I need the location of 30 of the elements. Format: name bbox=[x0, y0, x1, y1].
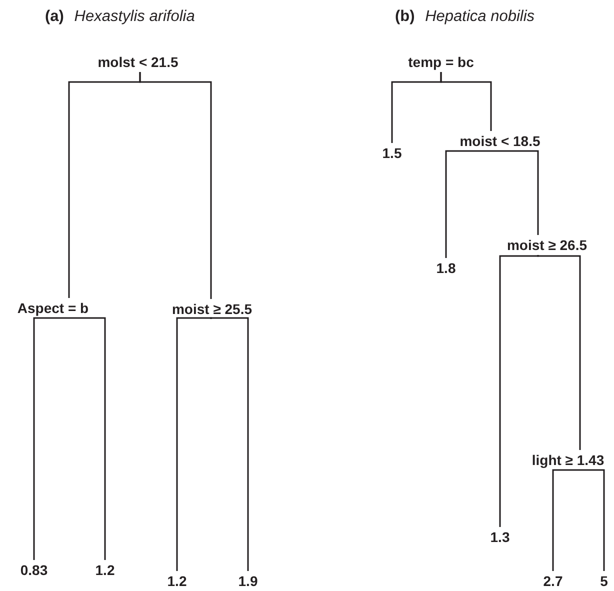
split-label: molst < 21.5 bbox=[96, 54, 180, 70]
tree-branch bbox=[579, 469, 605, 571]
tree-branch bbox=[210, 317, 249, 571]
panel-heading: (a) Hexastylis arifolia bbox=[45, 8, 195, 26]
tree-branch bbox=[176, 317, 212, 571]
tree-branch bbox=[139, 72, 212, 299]
tree-branch bbox=[440, 72, 492, 131]
split-label: moist < 18.5 bbox=[458, 133, 542, 149]
tree-branch bbox=[445, 150, 492, 258]
tree-branch bbox=[499, 254, 539, 527]
tree-branch bbox=[33, 317, 70, 560]
split-label: light ≥ 1.43 bbox=[530, 452, 606, 468]
leaf-value: 1.5 bbox=[381, 145, 403, 161]
tree-branch bbox=[490, 150, 539, 235]
leaf-value: 0.83 bbox=[19, 562, 49, 578]
tree-branch bbox=[552, 469, 581, 571]
tree-branch bbox=[537, 254, 581, 450]
leaf-value: 1.3 bbox=[489, 529, 511, 545]
panel-heading: (b) Hepatica nobilis bbox=[395, 8, 535, 26]
leaf-value: 1.8 bbox=[435, 260, 457, 276]
leaf-value: 1.2 bbox=[94, 562, 116, 578]
split-label: moist ≥ 26.5 bbox=[506, 237, 588, 253]
tree-branch bbox=[68, 317, 106, 560]
leaf-value: 1.9 bbox=[237, 573, 259, 589]
leaf-value: 2.7 bbox=[542, 573, 564, 589]
leaf-value: 1.2 bbox=[166, 573, 188, 589]
leaf-value: 5 bbox=[599, 573, 609, 589]
split-label: temp = bc bbox=[407, 54, 475, 70]
split-label: Aspect = b bbox=[16, 300, 90, 316]
split-label: moist ≥ 25.5 bbox=[170, 301, 254, 317]
